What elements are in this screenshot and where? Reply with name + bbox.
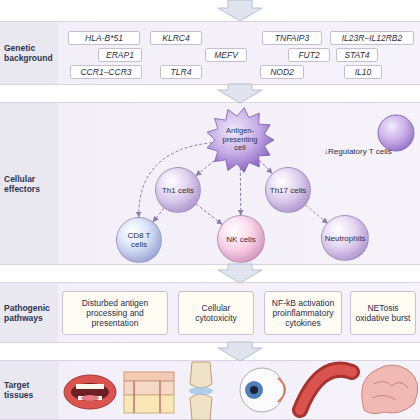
- gene-box: CCR1–CCR3: [70, 65, 142, 79]
- immune-cell: Th17 cells: [265, 167, 311, 213]
- gene-box: IL10: [344, 65, 382, 79]
- down-arrow: [218, 0, 262, 21]
- gene-box: FUT2: [288, 48, 330, 62]
- gene-box: TNFAIP3: [262, 31, 322, 45]
- node-text: ↓Regulatory T cells: [324, 147, 392, 156]
- node-text: ERAP1: [106, 50, 134, 60]
- node-text: NETosis oxidative burst: [355, 303, 411, 323]
- node-text: KLRC4: [162, 33, 189, 43]
- node-text: HLA-B*51: [85, 33, 123, 43]
- band-label: Target tissues: [4, 380, 56, 400]
- immune-cell: NK cells: [217, 215, 265, 263]
- node-text: STAT4: [344, 50, 369, 60]
- gene-box: NOD2: [260, 65, 304, 79]
- node-text: CCR1–CCR3: [80, 67, 131, 77]
- node-text: NK cells: [223, 235, 258, 244]
- gene-box: HLA-B*51: [68, 31, 140, 45]
- gene-box: MEFV: [205, 48, 247, 62]
- gene-box: IL23R–IL12RB2: [330, 31, 414, 45]
- node-text: IL10: [355, 67, 372, 77]
- regulatory-cell: ↓Regulatory T cells: [324, 113, 418, 159]
- node-text: CD8 T cells: [117, 231, 161, 249]
- immune-cell: Neutrophils: [321, 215, 369, 261]
- gene-box: KLRC4: [150, 31, 202, 45]
- node-text: FUT2: [298, 50, 319, 60]
- node-text: Disturbed antigen processing and present…: [67, 298, 163, 328]
- immune-cell: CD8 T cells: [116, 217, 162, 263]
- pathway-box: NETosis oxidative burst: [350, 291, 416, 335]
- node-text: Neutrophils: [322, 234, 368, 243]
- gene-box: TLR4: [160, 65, 202, 79]
- section-band: Cellular effectors Antigen-presenting cel…: [0, 102, 420, 265]
- down-arrow: [218, 342, 262, 361]
- node-text: Antigen-presenting cell: [217, 127, 263, 153]
- node-text: Cellular cytotoxicity: [183, 303, 249, 323]
- apc-outline: [207, 108, 274, 173]
- node-text: NF-kB activation proinflammatory cytokin…: [269, 298, 337, 328]
- immune-cell: Th1 cells: [155, 167, 201, 213]
- down-arrow: [218, 84, 262, 103]
- pathway-box: Cellular cytotoxicity: [178, 291, 254, 335]
- gene-box: ERAP1: [98, 48, 142, 62]
- node-text: TLR4: [171, 67, 192, 77]
- band-label: Pathogenic pathways: [4, 303, 56, 323]
- band-label: Genetic background: [4, 43, 56, 63]
- node-text: Th1 cells: [159, 186, 197, 195]
- node-text: TNFAIP3: [275, 33, 309, 43]
- node-text: Th17 cells: [267, 186, 309, 195]
- section-band: Pathogenic pathways Disturbed antigen pro…: [0, 282, 420, 343]
- band-label: Cellular effectors: [4, 174, 56, 194]
- pathway-box: NF-kB activation proinflammatory cytokin…: [264, 291, 342, 335]
- node-text: MEFV: [214, 50, 238, 60]
- node-text: NOD2: [270, 67, 294, 77]
- node-text: IL23R–IL12RB2: [342, 33, 403, 43]
- antigen-presenting-cell: Antigen-presenting cell: [204, 106, 276, 174]
- section-band: Genetic backgroundHLA-B*51KLRC4TNFAIP3IL…: [0, 21, 420, 85]
- gene-box: STAT4: [336, 48, 378, 62]
- pathway-box: Disturbed antigen processing and present…: [62, 291, 168, 335]
- section-band: Target tissues: [0, 360, 420, 420]
- down-arrow: [218, 264, 262, 283]
